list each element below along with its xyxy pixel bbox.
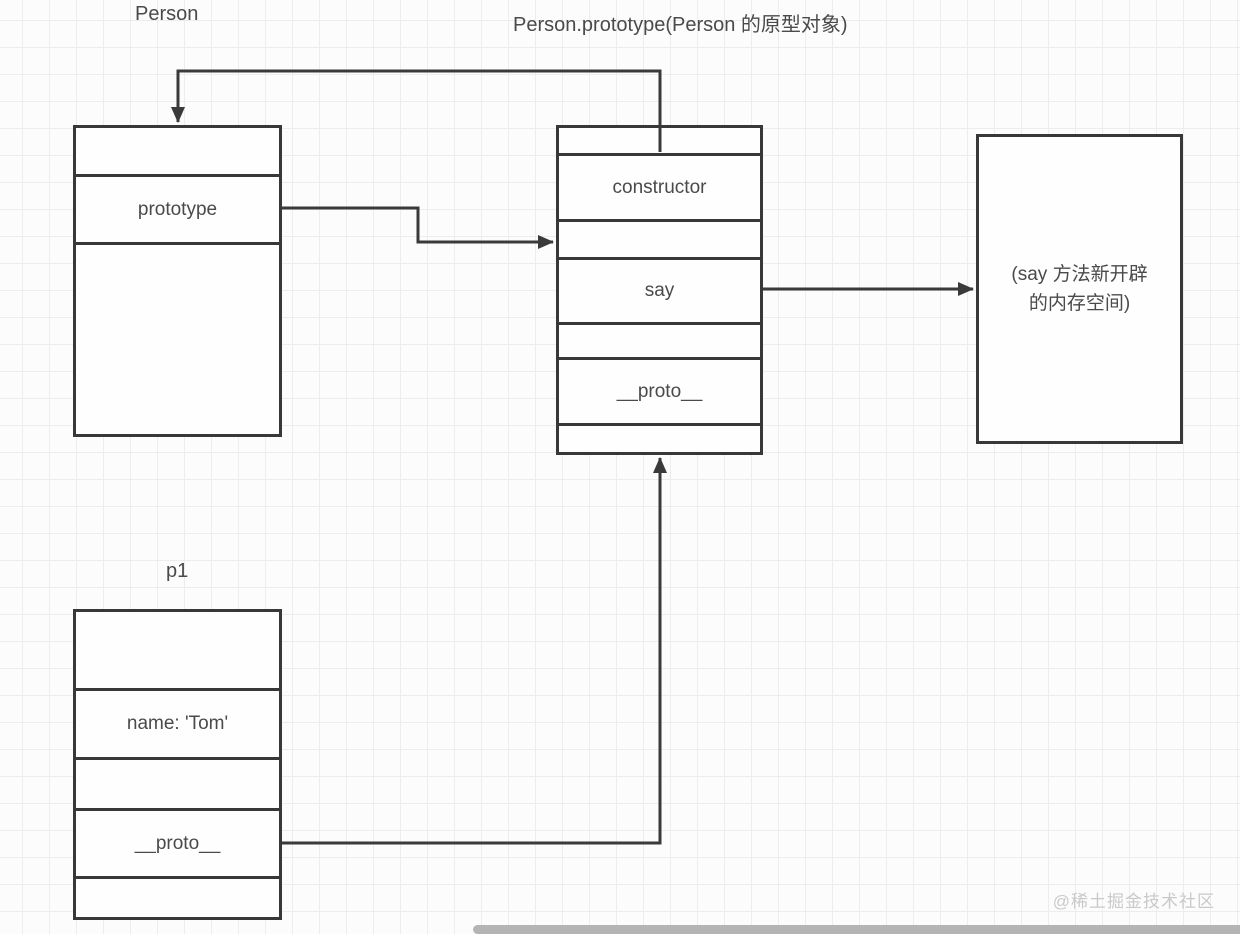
memory-box-line2: 的内存空间) [1028, 293, 1131, 314]
memory-box-text: (say 方法新开辟 的内存空间) [1011, 260, 1147, 319]
table-row [76, 242, 279, 434]
row-label: __proto__ [134, 832, 221, 854]
row-label: constructor [612, 176, 707, 198]
arrow-prototype-to-prototype-object [282, 206, 554, 249]
arrow-p1-proto-to-prototype-object [282, 457, 667, 845]
row-label: prototype [137, 198, 218, 220]
prototype-property-row: prototype [76, 174, 279, 242]
say-method-row: say [559, 257, 760, 322]
person-box-title: Person [135, 3, 199, 25]
table-row [76, 612, 279, 688]
table-row [76, 876, 279, 917]
table-row [76, 757, 279, 808]
row-label: say [644, 280, 675, 301]
table-row [559, 322, 760, 357]
person-box: prototype [73, 125, 282, 437]
row-label: __proto__ [616, 380, 703, 402]
row-label: name: 'Tom' [126, 713, 229, 734]
memory-box-line1: (say 方法新开辟 [1011, 263, 1148, 285]
p1-instance-box: name: 'Tom' __proto__ [73, 609, 282, 920]
name-property-row: name: 'Tom' [76, 688, 279, 757]
horizontal-scrollbar-thumb[interactable] [473, 925, 1240, 934]
table-row [559, 128, 760, 153]
proto-property-row: __proto__ [76, 808, 279, 876]
watermark: @稀土掘金技术社区 [1052, 892, 1215, 911]
p1-box-title: p1 [166, 560, 189, 582]
constructor-property-row: constructor [559, 153, 760, 219]
table-row [559, 423, 760, 452]
say-memory-box: (say 方法新开辟 的内存空间) [976, 134, 1183, 444]
proto-property-row: __proto__ [559, 357, 760, 423]
prototype-object-title: Person.prototype(Person 的原型对象) [513, 14, 848, 36]
table-row [559, 219, 760, 257]
person-prototype-box: constructor say __proto__ [556, 125, 763, 455]
table-row [76, 128, 279, 174]
